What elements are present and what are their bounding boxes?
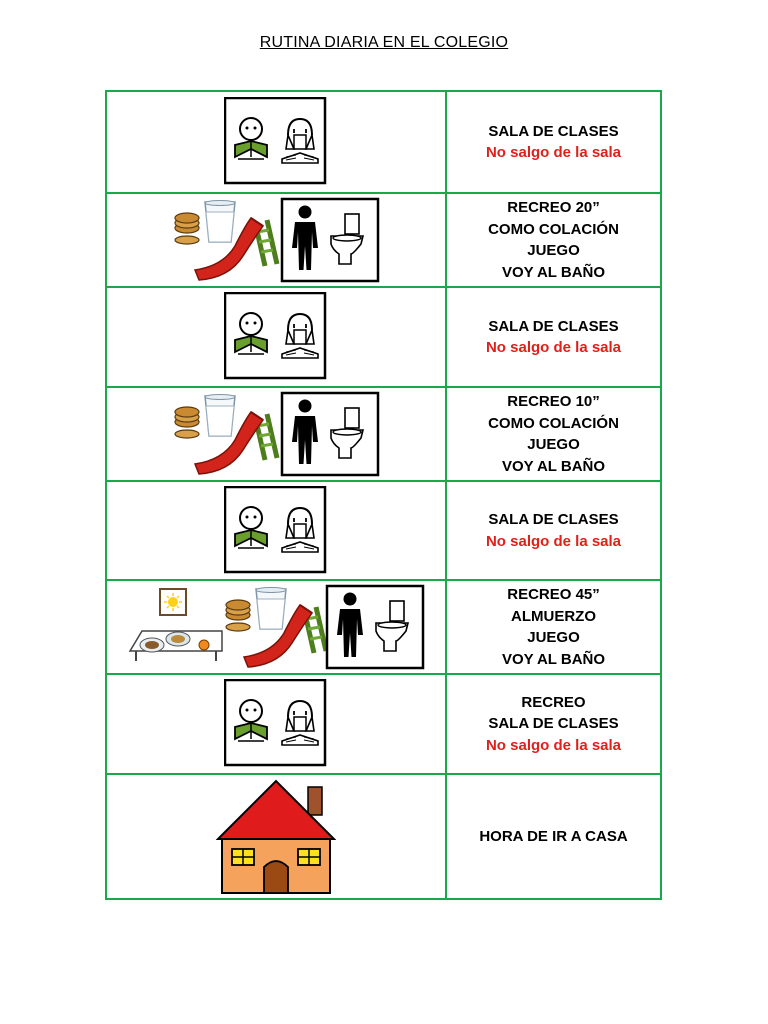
table-row: SALA DE CLASES No salgo de la sala xyxy=(105,480,662,581)
activity-line: SALA DE CLASES xyxy=(488,715,619,733)
activity-cell: SALA DE CLASES No salgo de la sala xyxy=(445,286,662,388)
table-row: RECREO 20” COMO COLACIÓN JUEGO VOY AL BA… xyxy=(105,192,662,288)
student-reading-icon xyxy=(224,485,327,573)
student-reading-icon xyxy=(224,679,327,767)
pictogram-cell xyxy=(105,286,447,388)
page-title: RUTINA DIARIA EN EL COLEGIO xyxy=(259,34,509,51)
activity-line: RECREO xyxy=(521,693,586,711)
activity-line: ALMUERZO xyxy=(511,607,596,625)
activity-line: COMO COLACIÓN xyxy=(488,414,619,432)
activity-line: SALA DE CLASES xyxy=(488,122,619,140)
snack-icon xyxy=(174,199,236,245)
toilet-icon xyxy=(280,391,380,477)
activity-note: No salgo de la sala xyxy=(485,532,622,550)
activity-line: JUEGO xyxy=(527,242,580,259)
activity-cell: SALA DE CLASES No salgo de la sala xyxy=(445,90,662,194)
lunch-break-pictogram xyxy=(129,584,425,671)
activity-line: SALA DE CLASES xyxy=(488,511,619,528)
pictogram-cell xyxy=(105,579,447,675)
lunch-table-icon xyxy=(129,588,223,662)
activity-line: JUEGO xyxy=(527,629,580,646)
break-pictogram xyxy=(174,391,380,478)
toilet-icon xyxy=(325,584,425,670)
table-row: RECREO SALA DE CLASES No salgo de la sal… xyxy=(105,673,662,775)
pictogram-cell xyxy=(105,773,447,900)
student-reading-icon xyxy=(224,97,327,185)
activity-cell: RECREO SALA DE CLASES No salgo de la sal… xyxy=(445,673,662,775)
table-row: SALA DE CLASES No salgo de la sala xyxy=(105,90,662,194)
toilet-icon xyxy=(280,197,380,283)
snack-icon xyxy=(225,586,287,632)
classroom-pictogram xyxy=(224,292,327,380)
activity-cell: RECREO 45” ALMUERZO JUEGO VOY AL BAÑO xyxy=(445,579,662,675)
activity-note: No salgo de la sala xyxy=(485,144,622,161)
activity-line: JUEGO xyxy=(527,436,580,453)
classroom-pictogram xyxy=(224,485,327,573)
table-row: RECREO 45” ALMUERZO JUEGO VOY AL BAÑO xyxy=(105,579,662,675)
activity-line: SALA DE CLASES xyxy=(488,317,619,335)
activity-line: RECREO 10” xyxy=(507,393,600,410)
activity-line: COMO COLACIÓN xyxy=(488,220,619,238)
table-row: SALA DE CLASES No salgo de la sala xyxy=(105,286,662,388)
activity-cell: HORA DE IR A CASA xyxy=(445,773,662,900)
pictogram-cell xyxy=(105,673,447,775)
house-pictogram xyxy=(217,779,335,894)
activity-cell: SALA DE CLASES No salgo de la sala xyxy=(445,480,662,581)
activity-cell: RECREO 20” COMO COLACIÓN JUEGO VOY AL BA… xyxy=(445,192,662,288)
pictogram-cell xyxy=(105,480,447,581)
activity-line: RECREO 20” xyxy=(507,199,600,216)
break-pictogram xyxy=(174,197,380,284)
activity-line: VOY AL BAÑO xyxy=(501,650,606,668)
activity-note: No salgo de la sala xyxy=(485,736,622,754)
activity-line: RECREO 45” xyxy=(507,586,600,603)
activity-line: HORA DE IR A CASA xyxy=(479,827,628,845)
slide-icon xyxy=(244,605,326,667)
house-icon xyxy=(217,779,335,894)
table-row: HORA DE IR A CASA xyxy=(105,773,662,900)
pictogram-cell xyxy=(105,192,447,288)
activity-note: No salgo de la sala xyxy=(485,339,622,356)
pictogram-cell xyxy=(105,90,447,194)
routine-table: SALA DE CLASES No salgo de la sala RECRE… xyxy=(105,90,662,900)
student-reading-icon xyxy=(224,292,327,380)
activity-line: VOY AL BAÑO xyxy=(501,457,606,475)
classroom-pictogram xyxy=(224,97,327,185)
activity-line: VOY AL BAÑO xyxy=(501,263,606,281)
activity-cell: RECREO 10” COMO COLACIÓN JUEGO VOY AL BA… xyxy=(445,386,662,482)
snack-icon xyxy=(174,393,236,439)
classroom-pictogram xyxy=(224,679,327,767)
pictogram-cell xyxy=(105,386,447,482)
table-row: RECREO 10” COMO COLACIÓN JUEGO VOY AL BA… xyxy=(105,386,662,482)
